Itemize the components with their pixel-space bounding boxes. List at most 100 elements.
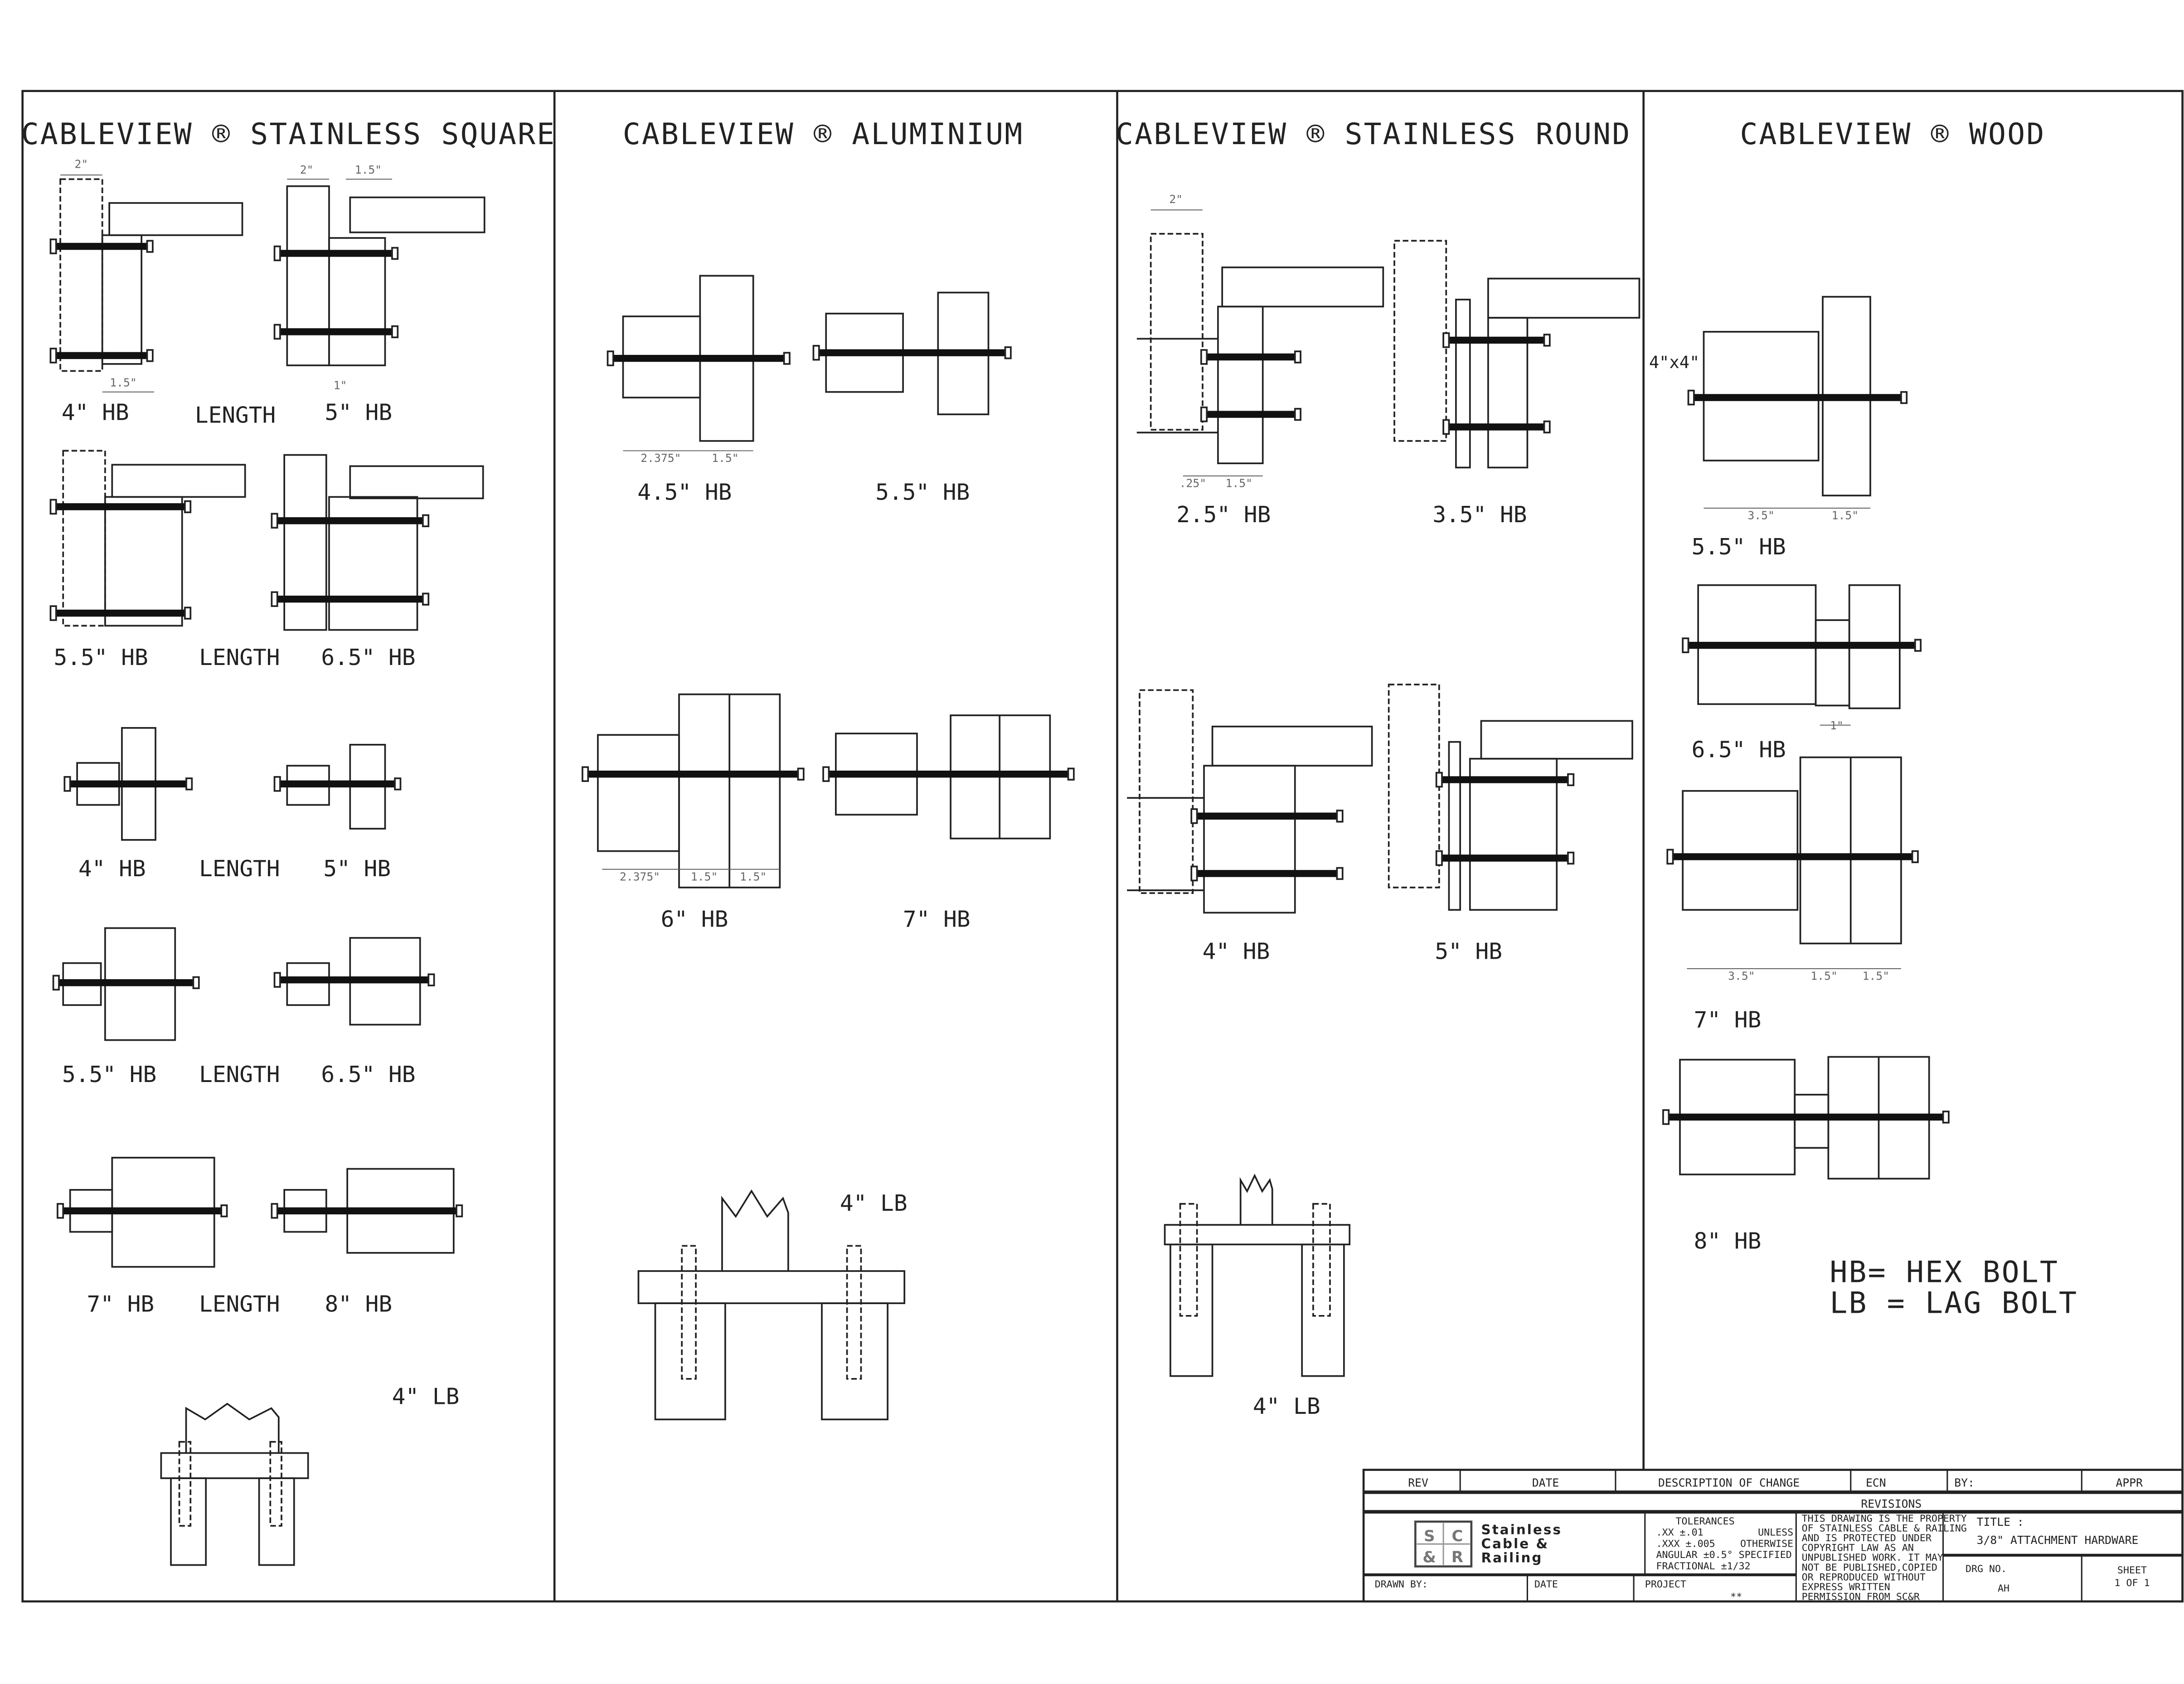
dim-label: 1.5" <box>712 451 738 465</box>
bolt-nut <box>146 349 154 362</box>
bolt-nut <box>1336 810 1344 823</box>
bolt-nut <box>422 592 430 606</box>
post-outline <box>104 496 183 627</box>
panel-title-wood: CABLEVIEW ® WOOD <box>1740 117 2045 151</box>
fig-label: 7" HB <box>87 1291 155 1317</box>
fig-label: 6.5" HB <box>1692 737 1786 763</box>
svg-text:AND IS PROTECTED UNDER: AND IS PROTECTED UNDER <box>1802 1533 1932 1544</box>
post-outline <box>1448 741 1461 911</box>
bolt-nut <box>184 500 192 514</box>
fig-label: 2.5" HB <box>1176 501 1271 528</box>
post-outline <box>1217 306 1264 465</box>
rail <box>111 464 246 498</box>
project-value: ** <box>1730 1592 1742 1603</box>
post-outline <box>654 1302 726 1421</box>
base-plate <box>1164 1224 1351 1246</box>
revision-header: REV DATE DESCRIPTION OF CHANGE ECN BY: A… <box>1408 1476 2143 1510</box>
dim-label: 2.375" <box>641 451 681 465</box>
bolt-head <box>1682 637 1689 653</box>
post-outline <box>1815 619 1850 707</box>
fig-label: LENGTH <box>195 402 276 428</box>
bolt-head <box>1190 808 1198 824</box>
bolt-nut <box>1543 334 1551 347</box>
project-label: PROJECT <box>1645 1579 1686 1590</box>
copyright-notice: THIS DRAWING IS THE PROPERTY OF STAINLES… <box>1802 1513 1967 1603</box>
bolt-nut <box>220 1204 228 1218</box>
post <box>1139 689 1194 894</box>
bolt-nut <box>1336 867 1344 880</box>
fig-label: 6" HB <box>661 906 728 932</box>
cut-post <box>721 1189 789 1271</box>
aluminium-labels: 4.5" HB 5.5" HB 6" HB 7" HB 4" LB 2.375"… <box>620 451 971 1216</box>
fig-label: 6.5" HB <box>321 644 415 670</box>
dim-label: 2" <box>1169 193 1183 206</box>
bolt-nut <box>783 352 791 365</box>
dim-label: 2" <box>75 158 88 171</box>
bolt-head <box>52 975 60 991</box>
panel-title-stainless-square: CABLEVIEW ® STAINLESS SQUARE <box>21 117 556 151</box>
svg-text:S: S <box>1424 1527 1435 1545</box>
bolt-head <box>49 238 57 254</box>
dim-label: 4"x4" <box>1649 353 1700 372</box>
bolt-head <box>63 776 71 792</box>
svg-text:.XXX ±.005: .XXX ±.005 <box>1656 1538 1715 1549</box>
fig-label: LENGTH <box>199 855 280 882</box>
svg-text:ANGULAR ±0.5° SPECIFIED: ANGULAR ±0.5° SPECIFIED <box>1656 1549 1792 1561</box>
cut-post <box>185 1403 280 1453</box>
company-logo: S C & R Stainless Cable & Railing <box>1414 1520 1561 1568</box>
svg-text:OTHERWISE: OTHERWISE <box>1740 1538 1793 1549</box>
fig-label: 7" HB <box>903 906 971 932</box>
bolt-nut <box>1900 391 1908 404</box>
bolt-head <box>1200 349 1208 365</box>
bolt-head <box>607 350 614 366</box>
post-outline <box>1301 1243 1345 1377</box>
lag-bolt <box>178 1441 192 1527</box>
post-outline <box>258 1477 295 1566</box>
revisions-label: REVISIONS <box>1861 1497 1922 1510</box>
svg-text:C: C <box>1452 1527 1463 1545</box>
panel-title-aluminium: CABLEVIEW ® ALUMINIUM <box>623 117 1024 151</box>
dim-label: 1" <box>1830 719 1844 732</box>
bolt-head <box>822 766 830 782</box>
bolt-head <box>582 766 589 782</box>
post-outline <box>286 962 330 1006</box>
post <box>1393 240 1447 442</box>
rail <box>1487 277 1640 319</box>
svg-text:NOT BE PUBLISHED,COPIED: NOT BE PUBLISHED,COPIED <box>1802 1562 1937 1573</box>
fig-label: 8" HB <box>325 1291 392 1317</box>
fig-label: 8" HB <box>1694 1228 1762 1254</box>
date-label: DATE <box>1534 1579 1558 1590</box>
rail <box>349 465 484 500</box>
fig-label: 7" HB <box>1694 1007 1762 1033</box>
fig-label: 4" LB <box>392 1383 460 1409</box>
dim-label: 1.5" <box>1810 970 1837 983</box>
bolt-head <box>273 324 281 340</box>
rail <box>108 202 243 236</box>
by-col: BY: <box>1954 1476 1975 1490</box>
fig-label: 4" HB <box>1203 938 1270 964</box>
post <box>59 178 103 372</box>
ecn-col: ECN <box>1866 1476 1886 1490</box>
bolt-head <box>49 499 57 515</box>
bolt-nut <box>1067 767 1075 781</box>
dim-label: 1.5" <box>355 163 382 176</box>
bolt-nut <box>456 1204 463 1218</box>
appr-col: APPR <box>2116 1476 2143 1490</box>
svg-text:FRACTIONAL ±1/32: FRACTIONAL ±1/32 <box>1656 1561 1751 1572</box>
fig-label: LENGTH <box>199 1291 280 1317</box>
bolt-head <box>271 513 278 529</box>
bolt-head <box>1442 332 1450 348</box>
fig-label: 4" LB <box>1253 1393 1320 1419</box>
svg-text:Railing: Railing <box>1481 1550 1543 1565</box>
svg-text:TOLERANCES: TOLERANCES <box>1676 1516 1735 1527</box>
bolt-head <box>49 348 57 364</box>
bolt-head <box>1435 772 1443 788</box>
post <box>286 185 330 366</box>
fig-label: 6.5" HB <box>321 1061 415 1087</box>
description-col: DESCRIPTION OF CHANGE <box>1658 1476 1800 1490</box>
legend-lag-bolt: LB = LAG BOLT <box>1830 1286 2078 1320</box>
round-labels: 2.5" HB 3.5" HB 4" HB 5" HB 4" LB 2" .25… <box>1169 193 1527 1419</box>
post-outline <box>1682 790 1799 911</box>
dim-label: 1.5" <box>1863 970 1889 983</box>
svg-text:R: R <box>1451 1548 1463 1566</box>
